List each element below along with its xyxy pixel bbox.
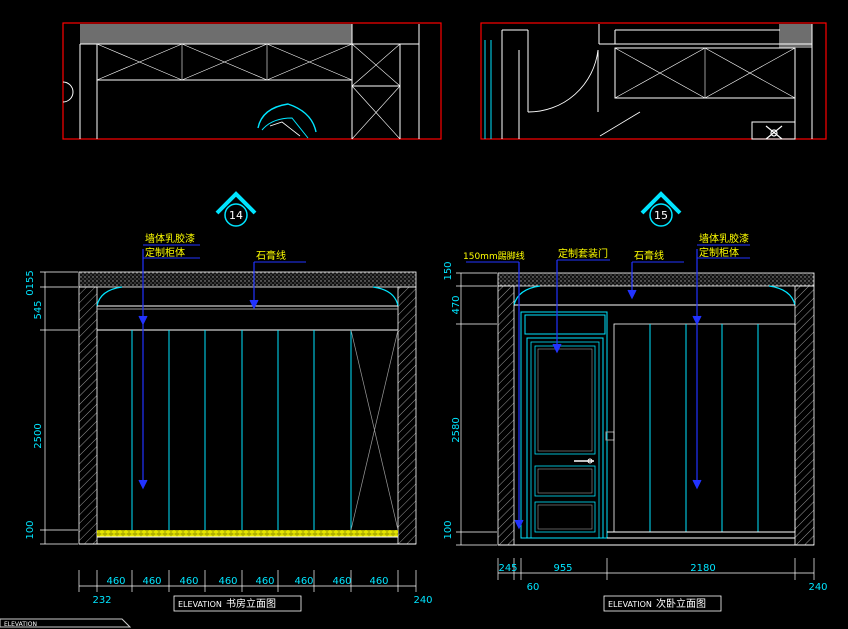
callout-cabinet-right: 定制柜体 xyxy=(699,246,739,259)
dim-h-left-4: 460 xyxy=(218,576,237,587)
dim-v-right-3: 2580 xyxy=(451,417,462,442)
wall-right-hatch-2 xyxy=(794,285,815,546)
ceiling-slab-right xyxy=(497,272,815,287)
cabinet-right xyxy=(613,323,796,533)
dim-h-left-1: 460 xyxy=(106,576,125,587)
wall-left-hatch-2 xyxy=(497,285,515,546)
layout-tab-label: ELEVATION xyxy=(4,621,37,628)
dim-v-right-4: 100 xyxy=(443,520,454,539)
callout-molding-left: 石膏线 xyxy=(256,249,286,262)
dim-v-right-1: 150 xyxy=(443,261,454,280)
chair-plan-icon xyxy=(257,103,317,139)
title-left: 书房立面图 xyxy=(226,597,276,610)
dim-v-left-3: 2500 xyxy=(33,423,44,448)
title-prefix-right: ELEVATION xyxy=(608,600,652,609)
dim-h-left-7: 460 xyxy=(332,576,351,587)
dim-h-right-1: 245 xyxy=(498,563,517,574)
plan-frame-left xyxy=(62,22,442,140)
callout-paint-left: 墙体乳胶漆 xyxy=(145,232,195,245)
plan-view-right xyxy=(480,22,827,140)
plan-view-left xyxy=(62,22,442,140)
dim-h-left-8: 460 xyxy=(369,576,388,587)
layout-tab[interactable]: ELEVATION xyxy=(0,618,132,628)
dim-h-left-end: 240 xyxy=(413,595,432,606)
callout-cabinet-left: 定制柜体 xyxy=(145,246,185,259)
badge-label-14: 14 xyxy=(229,209,243,222)
elevation-right: 150mm踢脚线 定制套装门 石膏线 墙体乳胶漆 定制柜体 15 150 470… xyxy=(443,191,828,612)
dim-v-left-4: 100 xyxy=(25,520,36,539)
dim-h-left-2: 460 xyxy=(142,576,161,587)
wall-left-hatch xyxy=(78,286,98,545)
elevation-left: 墙体乳胶漆 定制柜体 石膏线 14 0155 545 2500 100 xyxy=(25,191,433,612)
title-block-left: ELEVATION 书房立面图 xyxy=(173,595,302,612)
elevation-badge-14: 14 xyxy=(215,191,257,227)
title-right: 次卧立面图 xyxy=(656,597,706,610)
callout-paint-right: 墙体乳胶漆 xyxy=(699,232,749,245)
dim-h-left-6: 460 xyxy=(294,576,313,587)
dim-h-right-start: 60 xyxy=(527,582,540,593)
dim-h-left-3: 460 xyxy=(179,576,198,587)
title-prefix-left: ELEVATION xyxy=(178,600,222,609)
dim-h-right-2: 955 xyxy=(553,563,572,574)
badge-label-15: 15 xyxy=(654,209,668,222)
elevation-badge-15: 15 xyxy=(640,191,682,227)
skirting-left xyxy=(97,530,398,537)
plan-wall-top-left xyxy=(80,24,352,44)
wall-right-hatch xyxy=(397,286,417,545)
callout-skirting-right: 150mm踢脚线 xyxy=(463,250,525,262)
door-frame xyxy=(520,311,608,539)
dim-h-right-3: 2180 xyxy=(690,563,715,574)
fan-plan-icon xyxy=(765,125,783,140)
title-block-right: ELEVATION 次卧立面图 xyxy=(603,595,722,612)
dim-h-left-start: 232 xyxy=(92,595,111,606)
dim-v-right-2: 470 xyxy=(451,295,462,314)
dim-h-right-end: 240 xyxy=(808,582,827,593)
callout-molding-right: 石膏线 xyxy=(634,249,664,262)
ceiling-slab-left xyxy=(78,271,417,288)
callout-door-right: 定制套装门 xyxy=(558,247,608,260)
dim-v-left-2: 545 xyxy=(33,300,44,319)
dim-h-left-5: 460 xyxy=(255,576,274,587)
dim-v-left-1: 0155 xyxy=(25,270,36,295)
plan-frame-right xyxy=(480,22,827,140)
